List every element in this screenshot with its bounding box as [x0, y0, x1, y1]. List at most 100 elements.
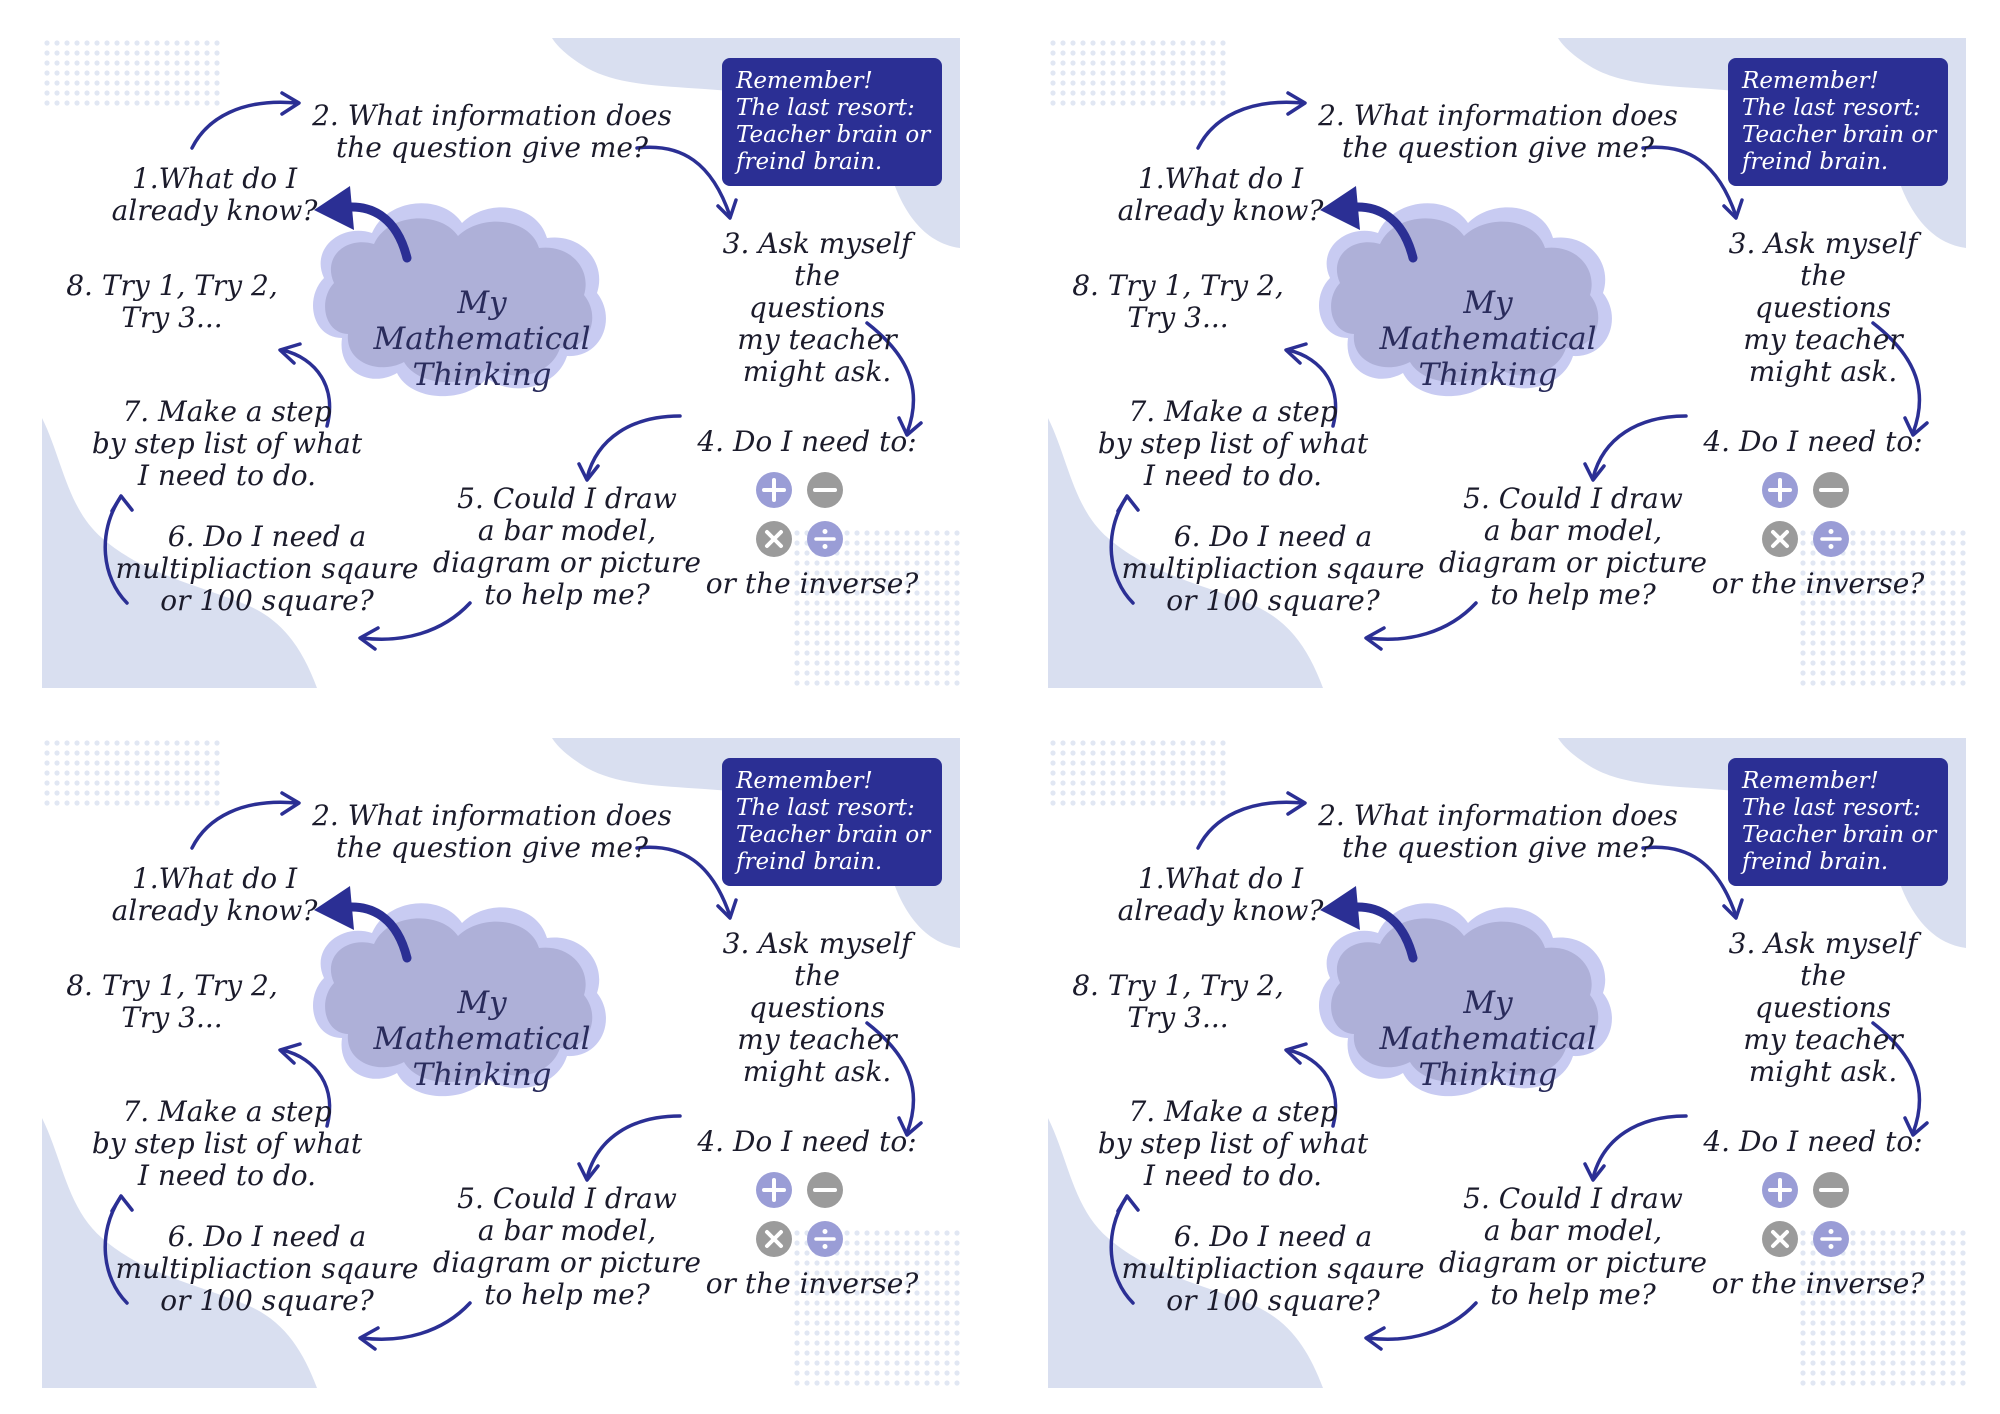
times-icon: [1761, 1220, 1799, 1258]
dots-top-left: [1048, 38, 1228, 108]
arrowhead-4-to-5: [1583, 462, 1606, 482]
arrow-5-to-6: [1366, 1301, 1478, 1341]
step-4-text: 4. Do I need to:: [697, 1125, 917, 1158]
step-4-text: 4. Do I need to:: [1703, 1125, 1923, 1158]
wave-bottom-left: [42, 418, 317, 688]
step-3-text: 3. Ask myself the questions my teacher m…: [1728, 227, 1918, 388]
arrowhead-4-to-5: [577, 1162, 600, 1182]
arrow-5-to-6: [360, 1301, 472, 1341]
arrowhead-1-to-2: [1286, 791, 1307, 816]
cloud-shape: [1318, 903, 1612, 1097]
arrow-3-to-4: [865, 1021, 916, 1135]
arrow-2-to-3: [1641, 145, 1738, 218]
step-5-text: 5. Could I draw a bar model, diagram or …: [433, 482, 701, 611]
arrowhead-3-to-4: [897, 416, 923, 437]
arrowhead-3-to-4: [1903, 1116, 1929, 1137]
arrowhead-7-to-8: [1284, 1042, 1308, 1065]
step-7-text: 7. Make a step by step list of what I ne…: [91, 395, 363, 492]
arrow-4-to-5: [585, 414, 682, 480]
step-2-text: 2. What information does the question gi…: [1318, 799, 1678, 864]
arrowhead-2-to-3: [716, 198, 738, 220]
times-icon: [1761, 520, 1799, 558]
remember-panel: Remember! The last resort: Teacher brain…: [1728, 58, 1948, 186]
arrowhead-6-to-7: [110, 1194, 134, 1213]
arrow-1-to-2: [1196, 800, 1305, 850]
arrowhead-3-to-4: [897, 1116, 923, 1137]
arrowhead-4-to-5: [1583, 1162, 1606, 1182]
cloud-shape: [312, 203, 606, 397]
step-3-text: 3. Ask myself the questions my teacher m…: [722, 227, 912, 388]
cloud-title: My Mathematical Thinking: [1379, 285, 1597, 393]
arrow-5-to-6: [1366, 601, 1478, 641]
arrow-7-to-8: [1286, 1048, 1338, 1128]
arrowhead-center-to-1: [314, 186, 354, 230]
cloud-title: My Mathematical Thinking: [1379, 985, 1597, 1093]
arrowhead-7-to-8: [278, 1042, 302, 1065]
times-icon: [755, 520, 793, 558]
remember-text: Remember! The last resort: Teacher brain…: [1742, 768, 1937, 875]
arrowhead-3-to-4: [1903, 416, 1929, 437]
step-7-text: 7. Make a step by step list of what I ne…: [91, 1095, 363, 1192]
arrow-1-to-2: [190, 800, 299, 850]
step-5-text: 5. Could I draw a bar model, diagram or …: [433, 1182, 701, 1311]
remember-text: Remember! The last resort: Teacher brain…: [736, 768, 931, 875]
step-6-text: 6. Do I need a multipliaction sqaure or …: [115, 1220, 419, 1317]
arrowhead-6-to-7: [110, 494, 134, 513]
step-1-text: 1.What do I already know?: [1117, 862, 1324, 927]
arrow-3-to-4: [865, 321, 916, 435]
step-4-text: 4. Do I need to:: [697, 425, 917, 458]
cloud-shape: [1318, 203, 1612, 397]
dots-top-left: [42, 738, 222, 808]
plus-icon: [755, 471, 793, 509]
arrow-7-to-8: [280, 1048, 332, 1128]
arrowhead-6-to-7: [1116, 494, 1140, 513]
step-3-text: 3. Ask myself the questions my teacher m…: [1728, 927, 1918, 1088]
step-1-text: 1.What do I already know?: [111, 162, 318, 227]
arrowhead-center-to-1: [314, 886, 354, 930]
step-7-text: 7. Make a step by step list of what I ne…: [1097, 395, 1369, 492]
step-2-text: 2. What information does the question gi…: [1318, 99, 1678, 164]
minus-icon: [806, 1171, 844, 1209]
dots-top-left: [1048, 738, 1228, 808]
remember-text: Remember! The last resort: Teacher brain…: [736, 68, 931, 175]
arrowhead-1-to-2: [280, 91, 301, 116]
minus-icon: [806, 471, 844, 509]
step-4-text: 4. Do I need to:: [1703, 425, 1923, 458]
thinking-card-3: Remember! The last resort: Teacher brain…: [42, 738, 960, 1388]
wave-bottom-left: [1048, 1118, 1323, 1388]
divide-icon: [806, 1220, 844, 1258]
arrowhead-2-to-3: [1722, 198, 1744, 220]
step-8-text: 8. Try 1, Try 2, Try 3...: [66, 969, 278, 1034]
arrowhead-5-to-6: [1364, 626, 1386, 651]
step-6-text: 6. Do I need a multipliaction sqaure or …: [115, 520, 419, 617]
step-1-text: 1.What do I already know?: [1117, 162, 1324, 227]
arrowhead-1-to-2: [280, 791, 301, 816]
arrowhead-7-to-8: [1284, 342, 1308, 365]
arrow-7-to-8: [280, 348, 332, 428]
arrowhead-4-to-5: [577, 462, 600, 482]
wave-bottom-left: [1048, 418, 1323, 688]
divide-icon: [1812, 520, 1850, 558]
step-1-text: 1.What do I already know?: [111, 862, 318, 927]
cloud-title: My Mathematical Thinking: [373, 285, 591, 393]
step-8-text: 8. Try 1, Try 2, Try 3...: [1072, 969, 1284, 1034]
arrow-1-to-2: [1196, 100, 1305, 150]
remember-panel: Remember! The last resort: Teacher brain…: [722, 758, 942, 886]
thinking-card-4: Remember! The last resort: Teacher brain…: [1048, 738, 1966, 1388]
arrowhead-5-to-6: [358, 1326, 380, 1351]
arrowhead-1-to-2: [1286, 91, 1307, 116]
minus-icon: [1812, 1171, 1850, 1209]
step-3-text: 3. Ask myself the questions my teacher m…: [722, 927, 912, 1088]
arrow-2-to-3: [635, 845, 732, 918]
step-4-inverse-text: or the inverse?: [705, 567, 919, 600]
card-background: [1048, 38, 1966, 688]
step-7-text: 7. Make a step by step list of what I ne…: [1097, 1095, 1369, 1192]
arrow-5-to-6: [360, 601, 472, 641]
remember-panel: Remember! The last resort: Teacher brain…: [1728, 758, 1948, 886]
step-8-text: 8. Try 1, Try 2, Try 3...: [1072, 269, 1284, 334]
arrow-4-to-5: [1591, 1114, 1688, 1180]
step-6-text: 6. Do I need a multipliaction sqaure or …: [1121, 1220, 1425, 1317]
remember-text: Remember! The last resort: Teacher brain…: [1742, 68, 1937, 175]
cloud-title: My Mathematical Thinking: [373, 985, 591, 1093]
